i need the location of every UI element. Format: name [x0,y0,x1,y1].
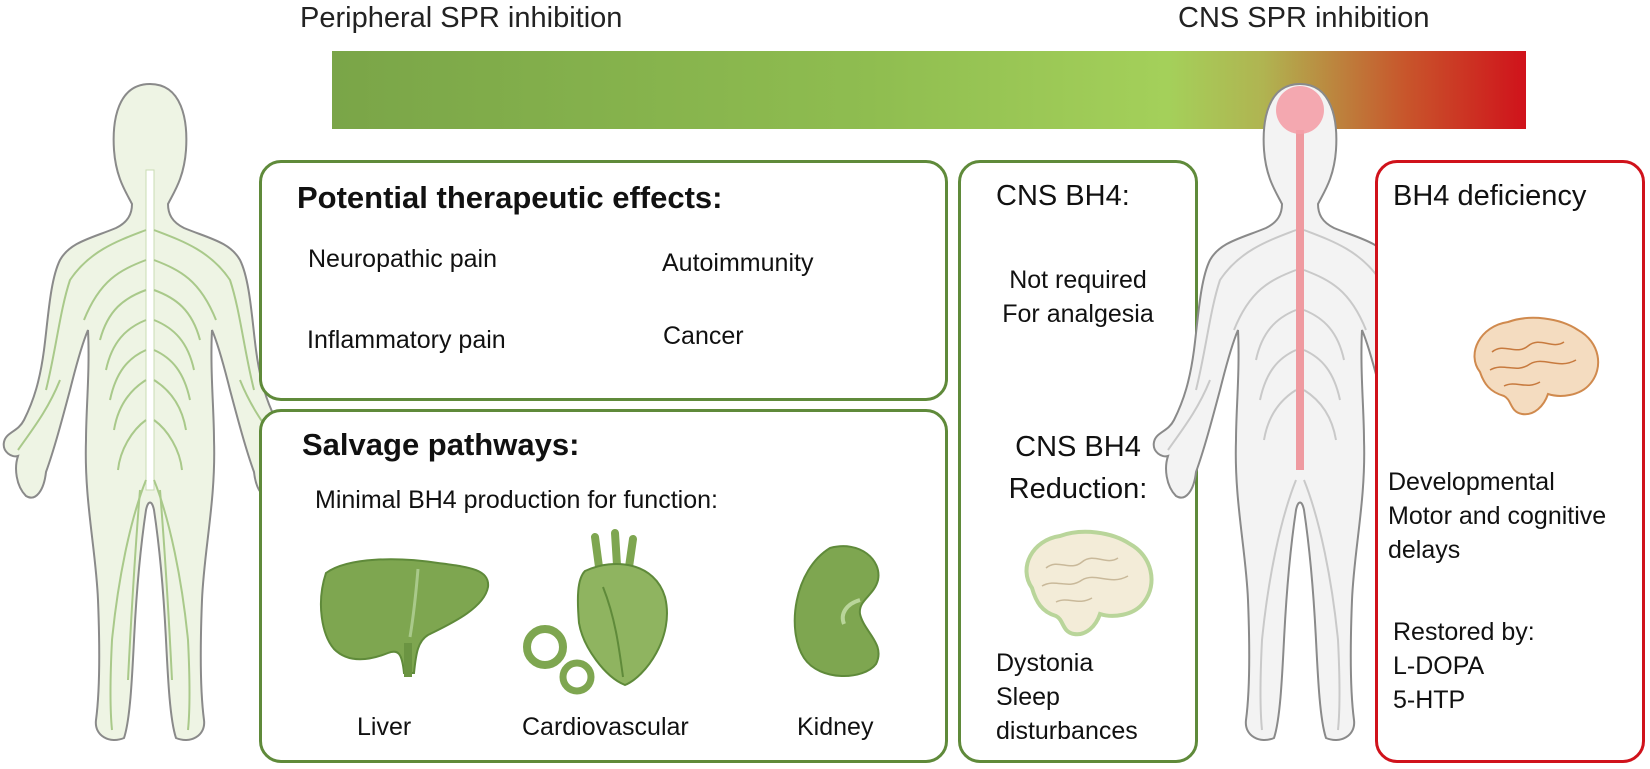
cns-effect-disturbances: disturbances [996,717,1138,745]
restored-by-title: Restored by: [1393,618,1535,646]
peripheral-inhibition-label: Peripheral SPR inhibition [300,2,623,34]
therapeutic-effects-title: Potential therapeutic effects: [297,180,723,215]
cns-not-required-line2: For analgesia [1002,300,1154,328]
peripheral-nervous-system-figure [2,82,298,741]
deficiency-effect-line3: delays [1388,536,1461,564]
effect-cancer: Cancer [663,322,744,350]
cns-inhibition-label: CNS SPR inhibition [1178,2,1430,34]
organ-liver-label: Liver [357,713,412,741]
brain-reduced-icon [1024,529,1154,637]
bh4-deficiency-box [1375,160,1645,763]
salvage-pathways-subtitle: Minimal BH4 production for function: [315,486,718,514]
effect-autoimmunity: Autoimmunity [662,249,814,277]
cns-reduction-title-line2: Reduction: [1008,473,1148,505]
heart-icon [523,529,668,695]
cns-not-required-line1: Not required [1009,266,1147,294]
therapeutic-effects-box [259,160,948,401]
restored-item-ldopa: L-DOPA [1393,652,1485,680]
cns-effect-sleep: Sleep [996,683,1060,711]
deficiency-effect-line1: Developmental [1388,468,1555,496]
central-nervous-system-figure [1152,82,1448,741]
deficiency-effect-line2: Motor and cognitive [1388,502,1607,530]
effect-neuropathic-pain: Neuropathic pain [308,245,498,273]
restored-item-5htp: 5-HTP [1393,686,1466,714]
organ-cardiovascular-label: Cardiovascular [522,713,689,741]
salvage-pathways-title: Salvage pathways: [302,427,580,462]
effect-inflammatory-pain: Inflammatory pain [307,326,506,354]
cns-bh4-title: CNS BH4: [996,180,1130,212]
cns-reduction-title-line1: CNS BH4 [1015,431,1141,463]
organ-kidney-label: Kidney [797,713,874,741]
brain-icon [1473,316,1599,416]
bh4-deficiency-title: BH4 deficiency [1393,180,1587,212]
cns-effect-dystonia: Dystonia [996,649,1094,677]
cns-bh4-box [958,160,1198,763]
kidney-icon [793,545,880,677]
liver-icon [320,558,490,677]
